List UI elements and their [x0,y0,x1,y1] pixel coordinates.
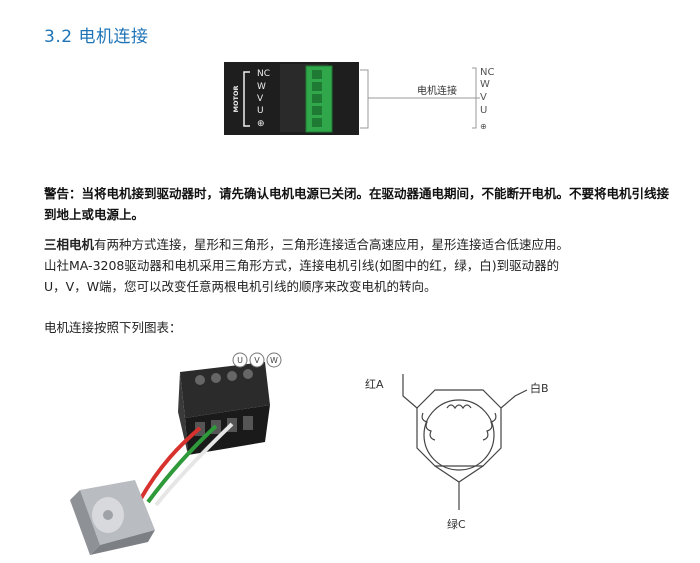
stepper-motor [70,480,155,555]
motor-side-label: MOTOR [232,86,240,113]
connection-line [360,69,480,129]
intro-text: 电机连接按照下列图表： [44,320,182,335]
green-wire [146,424,218,504]
paragraph-line3: U，V，W端，您可以改变任意两根电机引线的顺序来改变电机的转向。 [44,279,437,294]
terminal-w-label: W [270,356,278,365]
pin-label-nc: NC [257,69,270,79]
right-pin-w: W [480,79,490,90]
terminal-u-label: U [237,356,243,365]
pin-label-u: U [257,106,264,116]
lead-b [500,389,528,409]
lead-a [402,374,418,409]
pin-label-v: V [257,94,264,104]
pin-label-ground: ⊕ [257,119,265,129]
label-red-a: 红A [365,378,384,391]
terminal-v-label: V [254,356,260,365]
motor-wiring-illustration: U V W [70,352,282,555]
description-paragraph: 三相电机有两种方式连接，星形和三角形，三角形连接适合高速应用，星形连接适合低速应… [44,234,669,297]
right-pin-v: V [480,92,487,103]
motor-connection-label: 电机连接 [417,84,457,97]
motor-stator-circle [423,399,495,471]
coil-left [421,412,436,441]
coil-right [482,412,497,441]
label-green-c: 绿C [447,517,466,531]
paragraph-line1: 有两种方式连接，星形和三角形，三角形连接适合高速应用，星形连接适合低速应用。 [94,237,570,252]
coil-top [446,404,472,410]
label-white-b: 白B [530,381,549,395]
paragraph-line2: 山社MA-3208驱动器和电机采用三角形方式，连接电机引线(如图中的红，绿，白)… [44,258,560,273]
terminal-v-badge [249,352,265,368]
paragraph-bold-lead: 三相电机 [44,237,95,252]
pin-label-w: W [257,82,266,92]
terminal-w-badge [266,352,282,368]
right-pin-ground: ⊕ [480,122,487,131]
delta-wiring-diagram: 红A 白B 绿C [365,374,549,531]
terminal-u-badge [232,352,248,368]
right-pin-nc: NC [480,67,494,78]
terminal-block [178,362,270,455]
connector-diagram: MOTOR NC W V U ⊕ 电机连接 NC W V U ⊕ [224,62,494,135]
white-wire [154,422,234,507]
red-wire [138,426,202,501]
section-heading: 3.2 电机连接 [44,27,149,47]
warning-text: 警告：当将电机接到驱动器时，请先确认电机电源已关闭。在驱动器通电期间，不能断开电… [44,186,670,222]
right-pin-u: U [480,105,487,116]
